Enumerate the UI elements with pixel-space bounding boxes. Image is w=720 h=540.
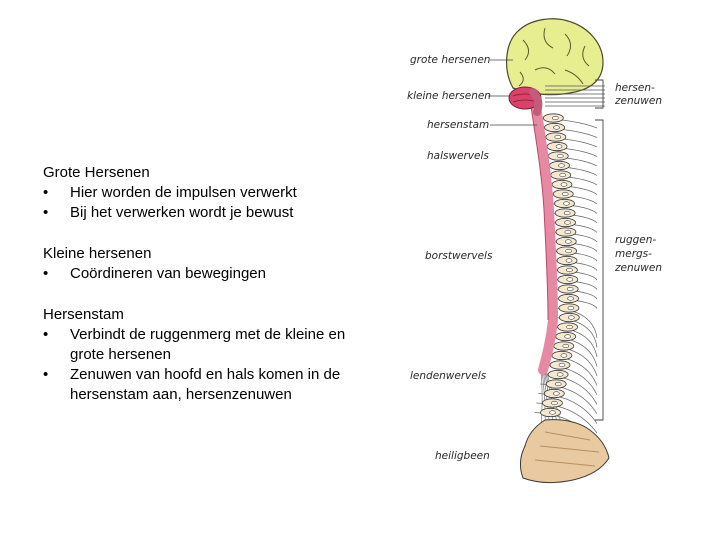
- vertebral-foramen: [565, 335, 571, 339]
- vertebral-foramen: [568, 306, 574, 310]
- section-title: Hersenstam: [43, 305, 373, 325]
- vertebral-foramen: [555, 135, 561, 139]
- label-hersenzenuwen: zenuwen: [614, 95, 662, 107]
- section-title: Kleine hersenen: [43, 244, 373, 264]
- vertebral-foramen: [561, 183, 567, 187]
- label-heiligbeen: heiligbeen: [435, 450, 490, 462]
- label-halswervels: halswervels: [427, 150, 489, 162]
- bullet-item: • Hier worden de impulsen verwerkt: [43, 183, 373, 203]
- nervous-system-diagram: grote hersenen kleine hersenen hersensta…: [395, 0, 695, 540]
- sacrum-bone: [520, 420, 609, 483]
- bullet-text: Coördineren van bewegingen: [70, 264, 373, 284]
- text-block: Grote Hersenen • Hier worden de impulsen…: [43, 163, 373, 426]
- vertebral-foramen: [567, 325, 573, 329]
- vertebral-foramen: [566, 259, 572, 263]
- bullet-text: Bij het verwerken wordt je bewust: [70, 203, 373, 223]
- vertebral-foramen: [564, 211, 570, 215]
- vertebral-foramen: [567, 287, 573, 291]
- bullet-text: Zenuwen van hoofd en hals komen in de he…: [70, 365, 373, 405]
- vertebral-foramen: [567, 278, 573, 282]
- vertebral-foramen: [568, 297, 574, 301]
- cerebrum: [507, 19, 603, 95]
- vertebral-foramen: [550, 411, 556, 415]
- vertebral-foramen: [551, 401, 557, 405]
- bullet-dot: •: [43, 325, 70, 365]
- section-grote-hersenen: Grote Hersenen • Hier worden de impulsen…: [43, 163, 373, 223]
- vertebral-foramen: [565, 230, 571, 234]
- vertebral-foramen: [554, 126, 560, 130]
- vertebral-foramen: [559, 363, 565, 367]
- bullet-item: • Bij het verwerken wordt je bewust: [43, 203, 373, 223]
- vertebral-foramen: [557, 154, 563, 158]
- vertebral-foramen: [556, 145, 562, 149]
- vertebral-foramen: [568, 316, 574, 320]
- bullet-item: • Zenuwen van hoofd en hals komen in de …: [43, 365, 373, 405]
- label-hersenstam: hersenstam: [427, 119, 489, 131]
- vertebral-foramen: [563, 344, 569, 348]
- label-ruggenmergszenuwen: mergs-: [615, 248, 652, 260]
- vertebral-foramen: [565, 240, 571, 244]
- bullet-text: Hier worden de impulsen verwerkt: [70, 183, 373, 203]
- vertebral-foramen: [553, 392, 559, 396]
- bullet-dot: •: [43, 365, 70, 405]
- label-lendenwervels: lendenwervels: [410, 370, 487, 382]
- label-kleine-hersenen: kleine hersenen: [407, 90, 491, 102]
- vertebral-foramen: [559, 164, 565, 168]
- bullet-dot: •: [43, 203, 70, 223]
- section-kleine-hersenen: Kleine hersenen • Coördineren van bewegi…: [43, 244, 373, 284]
- label-ruggenmergszenuwen: zenuwen: [614, 262, 662, 274]
- label-grote-hersenen: grote hersenen: [410, 54, 490, 66]
- vertebral-foramen: [565, 221, 571, 225]
- vertebral-foramen: [566, 268, 572, 272]
- vertebral-foramen: [561, 354, 567, 358]
- bullet-item: • Verbindt de ruggenmerg met de kleine e…: [43, 325, 373, 365]
- brackets: [595, 80, 603, 420]
- section-title: Grote Hersenen: [43, 163, 373, 183]
- vertebral-foramen: [555, 382, 561, 386]
- label-hersenzenuwen: hersen-: [615, 82, 655, 94]
- vertebral-foramen: [562, 192, 568, 196]
- label-borstwervels: borstwervels: [425, 250, 493, 262]
- label-ruggenmergszenuwen: ruggen-: [615, 234, 656, 246]
- bullet-text: Verbindt de ruggenmerg met de kleine en …: [70, 325, 373, 365]
- bullet-item: • Coördineren van bewegingen: [43, 264, 373, 284]
- vertebral-foramen: [557, 373, 563, 377]
- bullet-dot: •: [43, 183, 70, 203]
- vertebral-foramen: [563, 202, 569, 206]
- vertebral-foramen: [552, 116, 558, 120]
- section-hersenstam: Hersenstam • Verbindt de ruggenmerg met …: [43, 305, 373, 405]
- vertebral-foramen: [566, 249, 572, 253]
- bullet-dot: •: [43, 264, 70, 284]
- vertebral-foramen: [560, 173, 566, 177]
